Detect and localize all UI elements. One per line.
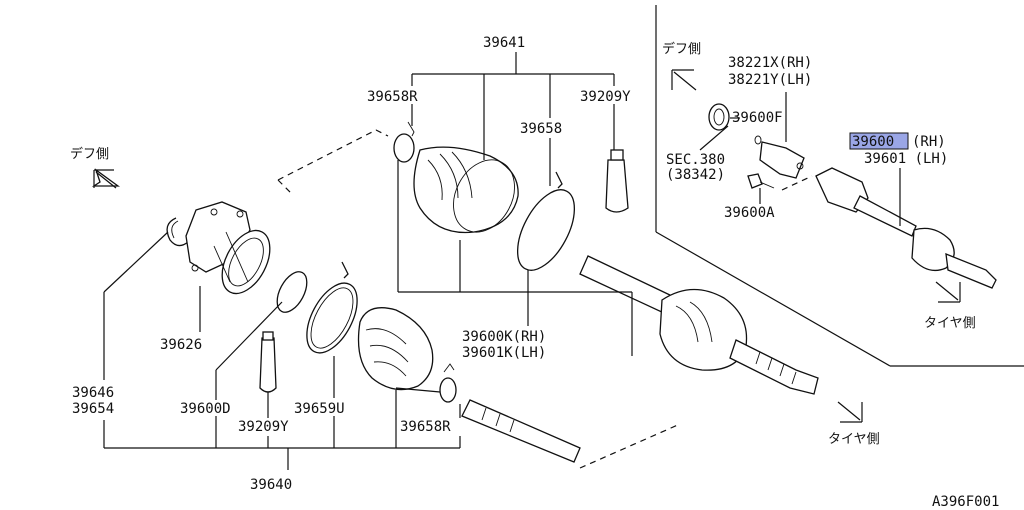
- diff-side-left-label: デフ側: [70, 146, 109, 162]
- label-39600F[interactable]: 39600F: [732, 110, 783, 126]
- label-39658R-top[interactable]: 39658R: [367, 89, 418, 105]
- stub-shaft-38221[interactable]: [759, 141, 805, 179]
- label-39640[interactable]: 39640: [250, 477, 292, 493]
- diff-side-right-label: デフ側: [662, 41, 701, 57]
- arrow-tire-right-icon: [935, 281, 961, 303]
- label-39658R-bottom[interactable]: 39658R: [400, 419, 451, 435]
- label-38342[interactable]: (38342): [666, 167, 725, 183]
- circlip-39600D[interactable]: [271, 267, 313, 317]
- joint-housing-39626[interactable]: [185, 201, 280, 301]
- inner-boot[interactable]: [357, 307, 434, 391]
- arrow-diff-left-icon: [91, 168, 120, 189]
- label-39600K[interactable]: 39600K(RH): [462, 329, 546, 345]
- label-39626[interactable]: 39626: [160, 337, 202, 353]
- label-39658-mid[interactable]: 39658: [520, 121, 562, 137]
- bolt-39600A[interactable]: [747, 173, 775, 189]
- oil-seal-38342[interactable]: [708, 103, 730, 131]
- ring-39600F[interactable]: [754, 135, 762, 145]
- arrow-tire-center-icon: [837, 401, 863, 423]
- shaft-lower-dashline: [579, 423, 681, 469]
- snap-ring-39646[interactable]: [166, 217, 189, 247]
- grease-tube-39209Y-bottom[interactable]: [259, 331, 277, 393]
- label-39600A[interactable]: 39600A: [724, 205, 775, 221]
- tire-side-center-label: タイヤ側: [828, 432, 880, 447]
- arrow-diff-right-icon: [671, 69, 697, 91]
- label-39600-highlighted[interactable]: 39600: [852, 134, 894, 150]
- highlight-39600: [849, 132, 909, 150]
- label-sec380[interactable]: SEC.380: [666, 152, 725, 168]
- part-labels: 39641 39658R 39209Y 39658 39600K(RH) 396…: [72, 35, 948, 493]
- boot-band-39659U[interactable]: [297, 261, 368, 361]
- label-38221X[interactable]: 38221X(RH): [728, 55, 812, 71]
- label-39600-suffix: (RH): [912, 134, 946, 150]
- label-39209Y-top[interactable]: 39209Y: [580, 89, 631, 105]
- inset-panel-border: [655, 5, 1024, 367]
- leader-lines: [103, 52, 901, 470]
- boot-band-39658R-bottom[interactable]: [439, 363, 457, 403]
- direction-labels: デフ側 デフ側 タイヤ側 タイヤ側: [70, 41, 976, 447]
- tire-side-right-label: タイヤ側: [924, 316, 976, 331]
- label-39600D[interactable]: 39600D: [180, 401, 231, 417]
- boot-band-39658R-top[interactable]: [393, 121, 415, 163]
- label-39654[interactable]: 39654: [72, 401, 114, 417]
- label-39601[interactable]: 39601 (LH): [864, 151, 948, 167]
- drive-shaft-assembly-39600[interactable]: [815, 167, 997, 289]
- boot-band-39658-mid[interactable]: [506, 171, 586, 279]
- label-39646[interactable]: 39646: [72, 385, 114, 401]
- label-39641[interactable]: 39641: [483, 35, 525, 51]
- grease-tube-39209Y-top[interactable]: [605, 149, 629, 213]
- outer-axle-shaft[interactable]: [579, 255, 819, 395]
- diagram-code: A396F001: [932, 494, 999, 510]
- label-38221Y[interactable]: 38221Y(LH): [728, 72, 812, 88]
- label-39209Y-bottom[interactable]: 39209Y: [238, 419, 289, 435]
- outer-boot-39641[interactable]: [413, 146, 527, 243]
- upper-dashline: [277, 129, 389, 195]
- inset-dashline: [781, 175, 813, 191]
- label-39659U[interactable]: 39659U: [294, 401, 345, 417]
- label-39601K[interactable]: 39601K(LH): [462, 345, 546, 361]
- inner-shaft-lower[interactable]: [461, 399, 581, 463]
